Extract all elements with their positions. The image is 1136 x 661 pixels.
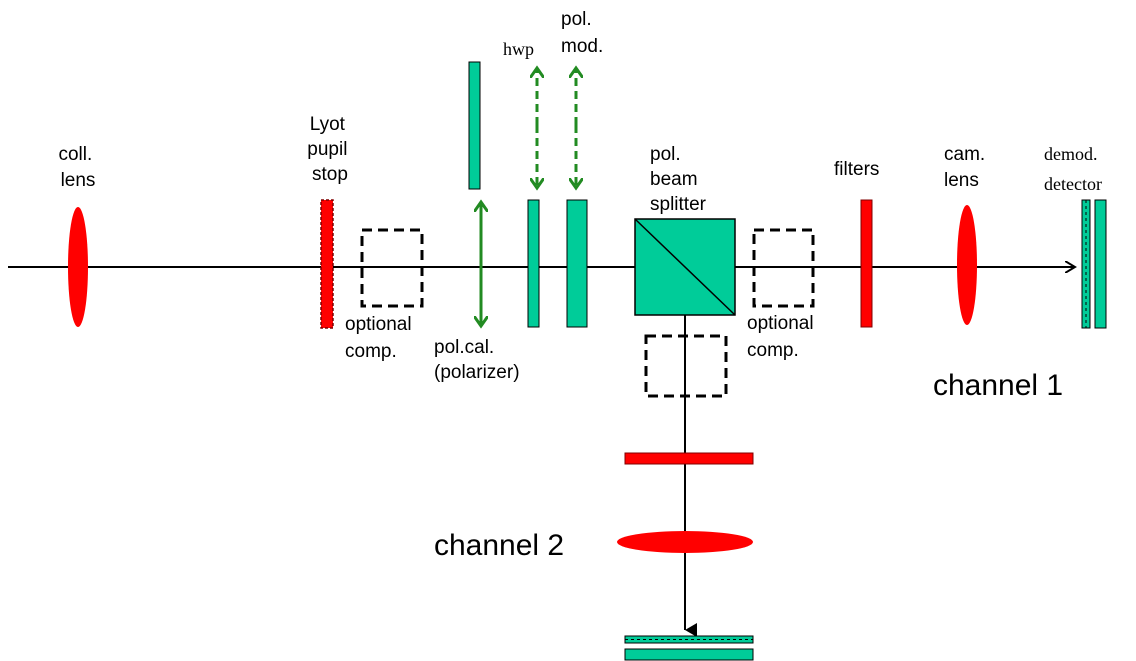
label-channel-2: channel 2 [434,529,564,562]
label-channel-1: channel 1 [933,369,1063,402]
hwp-icon [527,199,540,328]
coll-lens-icon [68,207,88,327]
cam-lens-channel-2-icon [617,531,753,553]
cam-lens-channel-1-icon [957,205,977,325]
label-filters: filters [834,159,879,180]
label-pol-cal: pol.cal. (polarizer) [434,337,520,383]
pol-cal-polarizer-icon [468,61,481,190]
demod-detector-channel-2-icon [624,635,754,661]
label-optional-comp-2: optional comp. [747,313,819,361]
optional-comp-3-box [644,334,728,398]
label-cam-lens: cam. lens [944,144,990,191]
lyot-stop-icon [320,199,334,329]
pol-mod-icon [566,199,588,328]
label-pol-beam-splitter: pol. beam splitter [650,144,707,215]
optional-comp-1-box [360,228,424,308]
optional-comp-2-box [752,228,815,308]
label-optional-comp-1: optional comp. [345,314,417,362]
label-lyot-stop: Lyot pupil stop [307,114,352,185]
demod-detector-channel-1-icon [1081,199,1107,329]
label-hwp: hwp [503,39,534,59]
filters-channel-2-icon [624,452,754,465]
label-demod-detector: demod. detector [1044,144,1102,194]
label-pol-mod: pol. mod. [561,9,603,57]
filters-channel-1-icon [860,199,873,328]
pol-beam-splitter-icon [634,218,736,316]
label-coll-lens: coll. lens [58,144,97,191]
